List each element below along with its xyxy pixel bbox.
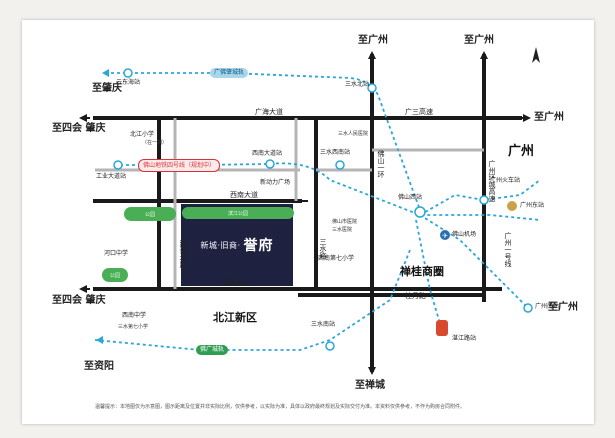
poi-xinan-school-sub: 三水第七小学 [118,324,149,330]
dest-guangzhou-left: 至广州 [358,35,388,46]
station-xindongli: 新动力广场 [260,179,291,186]
road-label-sanshui: 三水路 [319,238,327,259]
station-xinan-marker [265,159,275,169]
station-xinan: 西南大道站 [252,150,283,157]
station-yundong-marker [123,68,133,78]
metro-line-guangzhao [105,72,421,211]
poi-xinan-no7: 西南第七小学 [318,255,355,262]
footnote: 温馨提示：本地图仅为示意图，图示距离及位置并非实际比例，仅供参考，以实际为准，具… [95,404,466,410]
road-label-guifen: 桂丹路 [405,292,426,300]
station-gz-south-marker [523,303,533,313]
metro-line-gz [419,179,541,216]
dest-chancheng: 至禅城 [355,380,385,391]
park-1: 公园 [124,207,176,221]
dest-guangzhou-right: 至广州 [464,35,494,46]
station-gz-rail-marker [479,195,489,205]
metro-line4-tag: 佛山地铁四号线（规划中） [138,159,221,172]
poi-sanshui-yard: 三水人民医院 [338,131,369,137]
station-huadu: 湛江路站 [452,335,477,342]
station-sanshui-south-marker [325,341,335,351]
poi-hekou-school: 河口中学 [104,250,129,257]
svg-text:✈: ✈ [442,232,448,240]
road-label-foshan-ring: 佛山一环 [377,150,385,178]
dest-ziyang: 至资阳 [84,361,114,372]
project-name: 誉府 [243,238,274,254]
station-foshan-west: 佛山西站 [398,194,423,201]
huadu-marker [436,320,448,336]
road-label-guanghai: 广海大道 [255,108,283,116]
dest-guangzhou-east1: 至广州 [534,112,564,123]
station-foshan-airport: 佛山机场 [452,231,477,238]
park-2: 滨江公园 [182,207,294,219]
road-label-gz-ring: 广州环城高速 [488,160,496,202]
station-gongye: 工业大道站 [96,173,127,180]
city-guangzhou: 广州 [508,144,535,159]
park-3: 公园 [102,268,128,282]
road-label-jianshe-north: 建设北路 [179,240,187,268]
road-label-xinan: 西南大道 [230,191,258,199]
road-label-jianshe: 建设大道 [222,279,250,287]
metro-guangzhou-tag: 佛广城轨 [196,345,229,355]
compass-icon [532,47,540,63]
station-gz-south: 广州南站 [535,303,560,310]
station-sanshui-xinan-marker [335,160,345,170]
road-label-gz-line1: 广州一号线 [504,232,512,267]
poi-hospital: 佛山市医院 [332,219,358,225]
airport-icon: ✈ [440,230,450,240]
road-label-guangsan: 广三高速 [405,108,433,116]
district-changui: 禅桂商圈 [400,265,444,278]
gz-east-marker [507,201,517,211]
station-gongye-marker [113,160,123,170]
metro-guangzhao-tag: 广佛肇城轨 [210,68,249,78]
dest-sihui-top: 至四会 肇庆 [52,123,106,134]
station-gz-east: 广州东站 [520,202,545,209]
station-foshan-west-marker [414,206,426,218]
project-tagline: 新城·旧商· [200,240,241,250]
poi-hospital-sub: 三水医院 [332,227,353,233]
station-gz-rail: 广州火车站 [490,177,521,184]
district-beijiang: 北江新区 [213,311,257,324]
station-yundong: 云东海站 [116,79,141,86]
station-sanshui-north-marker [367,83,377,93]
metro-line-4 [120,162,541,221]
station-sanshui-north: 三水北站 [345,81,370,88]
poi-beijiang-school: 北江小学 [130,131,155,138]
station-sanshui-south: 三水南站 [311,321,336,328]
dest-sihui-bottom: 至四会 肇庆 [52,295,106,306]
poi-beijiang-school-sub: （在一期） [142,140,168,146]
station-sanshui-xinan: 三水西南站 [320,149,351,156]
dest-zhaoqing: 至肇庆 [92,83,122,94]
map-paper [22,20,594,424]
poi-xinan-school: 西南中学 [122,312,147,319]
dest-guangzhou-east2: 至广州 [548,302,578,313]
